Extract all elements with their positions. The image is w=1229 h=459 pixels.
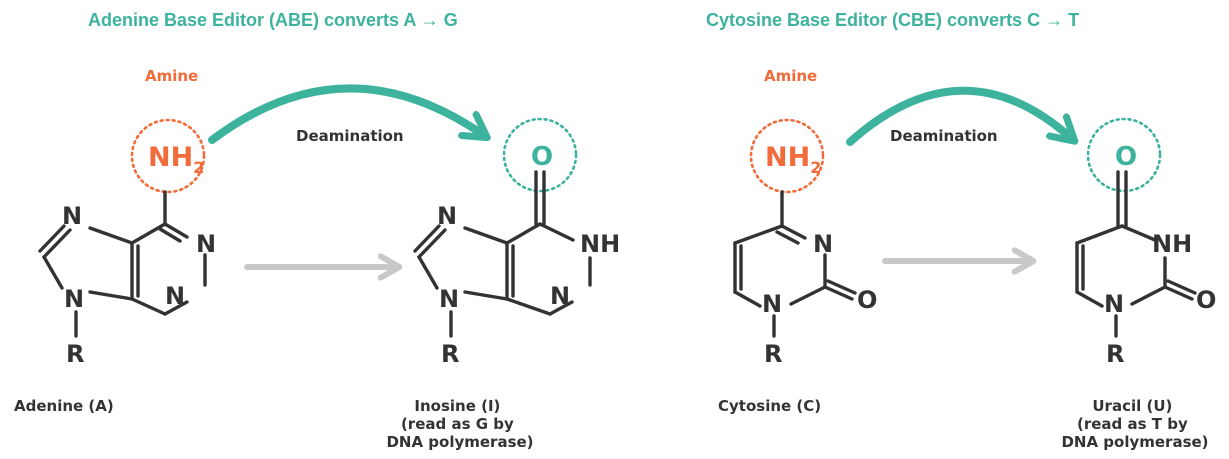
product-name: Uracil (U) (read as T by DNA polymerase) bbox=[1061, 397, 1208, 451]
atom-label: N bbox=[762, 290, 782, 318]
amine-label: Amine bbox=[145, 67, 198, 85]
bond bbox=[163, 300, 189, 316]
bond bbox=[775, 230, 800, 245]
bond bbox=[1075, 290, 1104, 308]
deamination-arrow bbox=[846, 86, 1070, 146]
bond bbox=[413, 224, 441, 253]
atom-label: O bbox=[857, 286, 877, 314]
product-name: Inosine (I) (read as G by DNA polymerase… bbox=[386, 397, 533, 451]
atom-label: NH bbox=[1152, 230, 1192, 258]
abe-panel-title: Adenine Base Editor (ABE) converts A → G bbox=[88, 10, 458, 30]
amine-highlight-circle bbox=[749, 118, 825, 194]
bond bbox=[130, 222, 167, 245]
uracil-molecule: O NH N O R Uracil (U) (read as T by DNA … bbox=[1061, 117, 1216, 451]
adenine-molecule: Amine NH2 N N N N R Adenine (A) bbox=[14, 67, 216, 415]
atom-label: N bbox=[1104, 290, 1124, 318]
bond bbox=[88, 226, 134, 245]
bond bbox=[463, 290, 509, 301]
atom-label: O bbox=[1196, 286, 1216, 314]
atom-label: R bbox=[1106, 340, 1124, 368]
substrate-name: Adenine (A) bbox=[14, 397, 114, 415]
deamination-arrow bbox=[208, 84, 482, 144]
bond bbox=[463, 226, 509, 245]
bond bbox=[505, 297, 552, 316]
bond bbox=[789, 285, 827, 306]
bond bbox=[417, 255, 439, 290]
bond bbox=[417, 228, 447, 259]
oxygen-label: O bbox=[1115, 142, 1137, 172]
bond bbox=[163, 222, 189, 239]
atom-label: N bbox=[64, 285, 84, 313]
atom-label: N bbox=[813, 230, 833, 258]
atom-label: R bbox=[66, 340, 84, 368]
bond bbox=[158, 227, 182, 243]
bond bbox=[823, 285, 854, 301]
amine-group-label: NH2 bbox=[148, 142, 204, 177]
atom-label: R bbox=[441, 340, 459, 368]
atom-label: N bbox=[437, 202, 457, 230]
atom-label: N bbox=[196, 230, 216, 258]
reaction-label: Deamination bbox=[296, 127, 404, 145]
bond bbox=[1130, 285, 1167, 306]
cytosine-molecule: Amine NH2 N N O R Cytosine (C) bbox=[718, 67, 877, 415]
bond bbox=[1163, 285, 1194, 301]
atom-label: N bbox=[550, 282, 570, 310]
bond bbox=[1120, 224, 1157, 242]
atom-label: NH bbox=[580, 230, 620, 258]
bond bbox=[38, 224, 66, 253]
bond bbox=[42, 228, 72, 259]
atom-label: R bbox=[764, 340, 782, 368]
substrate-name: Cytosine (C) bbox=[718, 397, 821, 415]
amine-group-label: NH2 bbox=[765, 142, 821, 177]
bond bbox=[505, 222, 542, 245]
bond bbox=[733, 224, 784, 245]
bond bbox=[1166, 279, 1197, 295]
bond bbox=[733, 290, 762, 308]
bond bbox=[42, 255, 64, 290]
amine-highlight-circle bbox=[130, 118, 206, 194]
oxygen-highlight-circle bbox=[1086, 117, 1162, 193]
reaction-label: Deamination bbox=[890, 127, 998, 145]
bond bbox=[548, 300, 574, 316]
atom-label: N bbox=[165, 282, 185, 310]
atom-label: N bbox=[62, 202, 82, 230]
cbe-panel-title: Cytosine Base Editor (CBE) converts C → … bbox=[706, 10, 1080, 30]
bond bbox=[780, 224, 807, 240]
bond bbox=[826, 279, 857, 295]
atom-label: N bbox=[439, 285, 459, 313]
oxygen-label: O bbox=[531, 142, 553, 172]
bond bbox=[88, 290, 134, 301]
oxygen-highlight-circle bbox=[502, 117, 578, 193]
bond bbox=[130, 297, 167, 316]
inosine-molecule: O N NH N N R Inosine (I) (read as G by D… bbox=[386, 117, 620, 451]
bond bbox=[538, 222, 575, 242]
bond bbox=[1075, 224, 1124, 245]
amine-label: Amine bbox=[764, 67, 817, 85]
